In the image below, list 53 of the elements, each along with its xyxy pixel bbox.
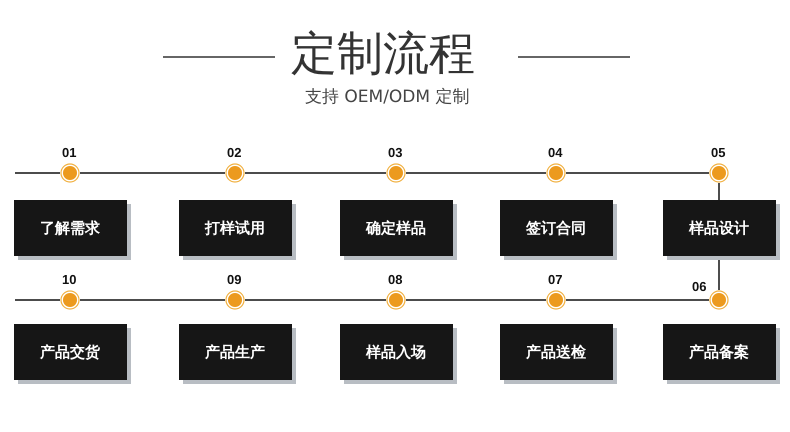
step-number: 06: [692, 279, 706, 294]
step-dot: [709, 163, 729, 183]
step-dot: [386, 163, 406, 183]
step-label: 产品生产: [205, 342, 265, 362]
step-dot: [546, 163, 566, 183]
step-dot: [60, 290, 80, 310]
step-dot: [60, 163, 80, 183]
step-box: [500, 324, 612, 380]
step-label: 样品入场: [366, 342, 426, 362]
step-number: 08: [388, 272, 402, 287]
connector-line: [718, 183, 720, 200]
connector-line: [15, 299, 60, 301]
step-box: [14, 200, 126, 256]
step-number: 07: [548, 272, 562, 287]
connector-line: [245, 299, 386, 301]
step-label: 产品交货: [40, 342, 100, 362]
step-dot: [225, 163, 245, 183]
step-number: 04: [548, 145, 562, 160]
step-box: [14, 324, 126, 380]
step-label: 签订合同: [526, 218, 586, 238]
connector-line: [80, 299, 225, 301]
connector-line: [406, 299, 546, 301]
subtitle: 支持 OEM/ODM 定制: [305, 86, 470, 108]
connector-line: [80, 172, 225, 174]
step-box: [340, 324, 452, 380]
step-dot: [709, 290, 729, 310]
step-label: 样品设计: [689, 218, 749, 238]
step-box: [340, 200, 452, 256]
step-dot: [225, 290, 245, 310]
step-number: 01: [62, 145, 76, 160]
title: 定制流程: [291, 26, 475, 80]
step-box: [178, 324, 292, 380]
step-box: [662, 324, 776, 380]
step-number: 05: [711, 145, 726, 160]
step-dot: [546, 290, 566, 310]
step-box: [500, 200, 612, 256]
step-number: 09: [227, 272, 242, 287]
step-number: 10: [62, 272, 76, 287]
step-label: 产品送检: [526, 342, 586, 362]
step-number: 02: [227, 145, 242, 160]
step-box: [178, 200, 292, 256]
connector-line: [15, 172, 60, 174]
step-box: [662, 200, 776, 256]
step-label: 确定样品: [366, 218, 426, 238]
step-dot: [386, 290, 406, 310]
connector-line: [406, 172, 546, 174]
step-label: 打样试用: [205, 218, 265, 238]
connector-line: [566, 172, 709, 174]
step-label: 产品备案: [689, 342, 749, 362]
connector-line: [566, 299, 709, 301]
step-number: 03: [388, 145, 402, 160]
step-label: 了解需求: [40, 218, 100, 238]
connector-line: [245, 172, 386, 174]
